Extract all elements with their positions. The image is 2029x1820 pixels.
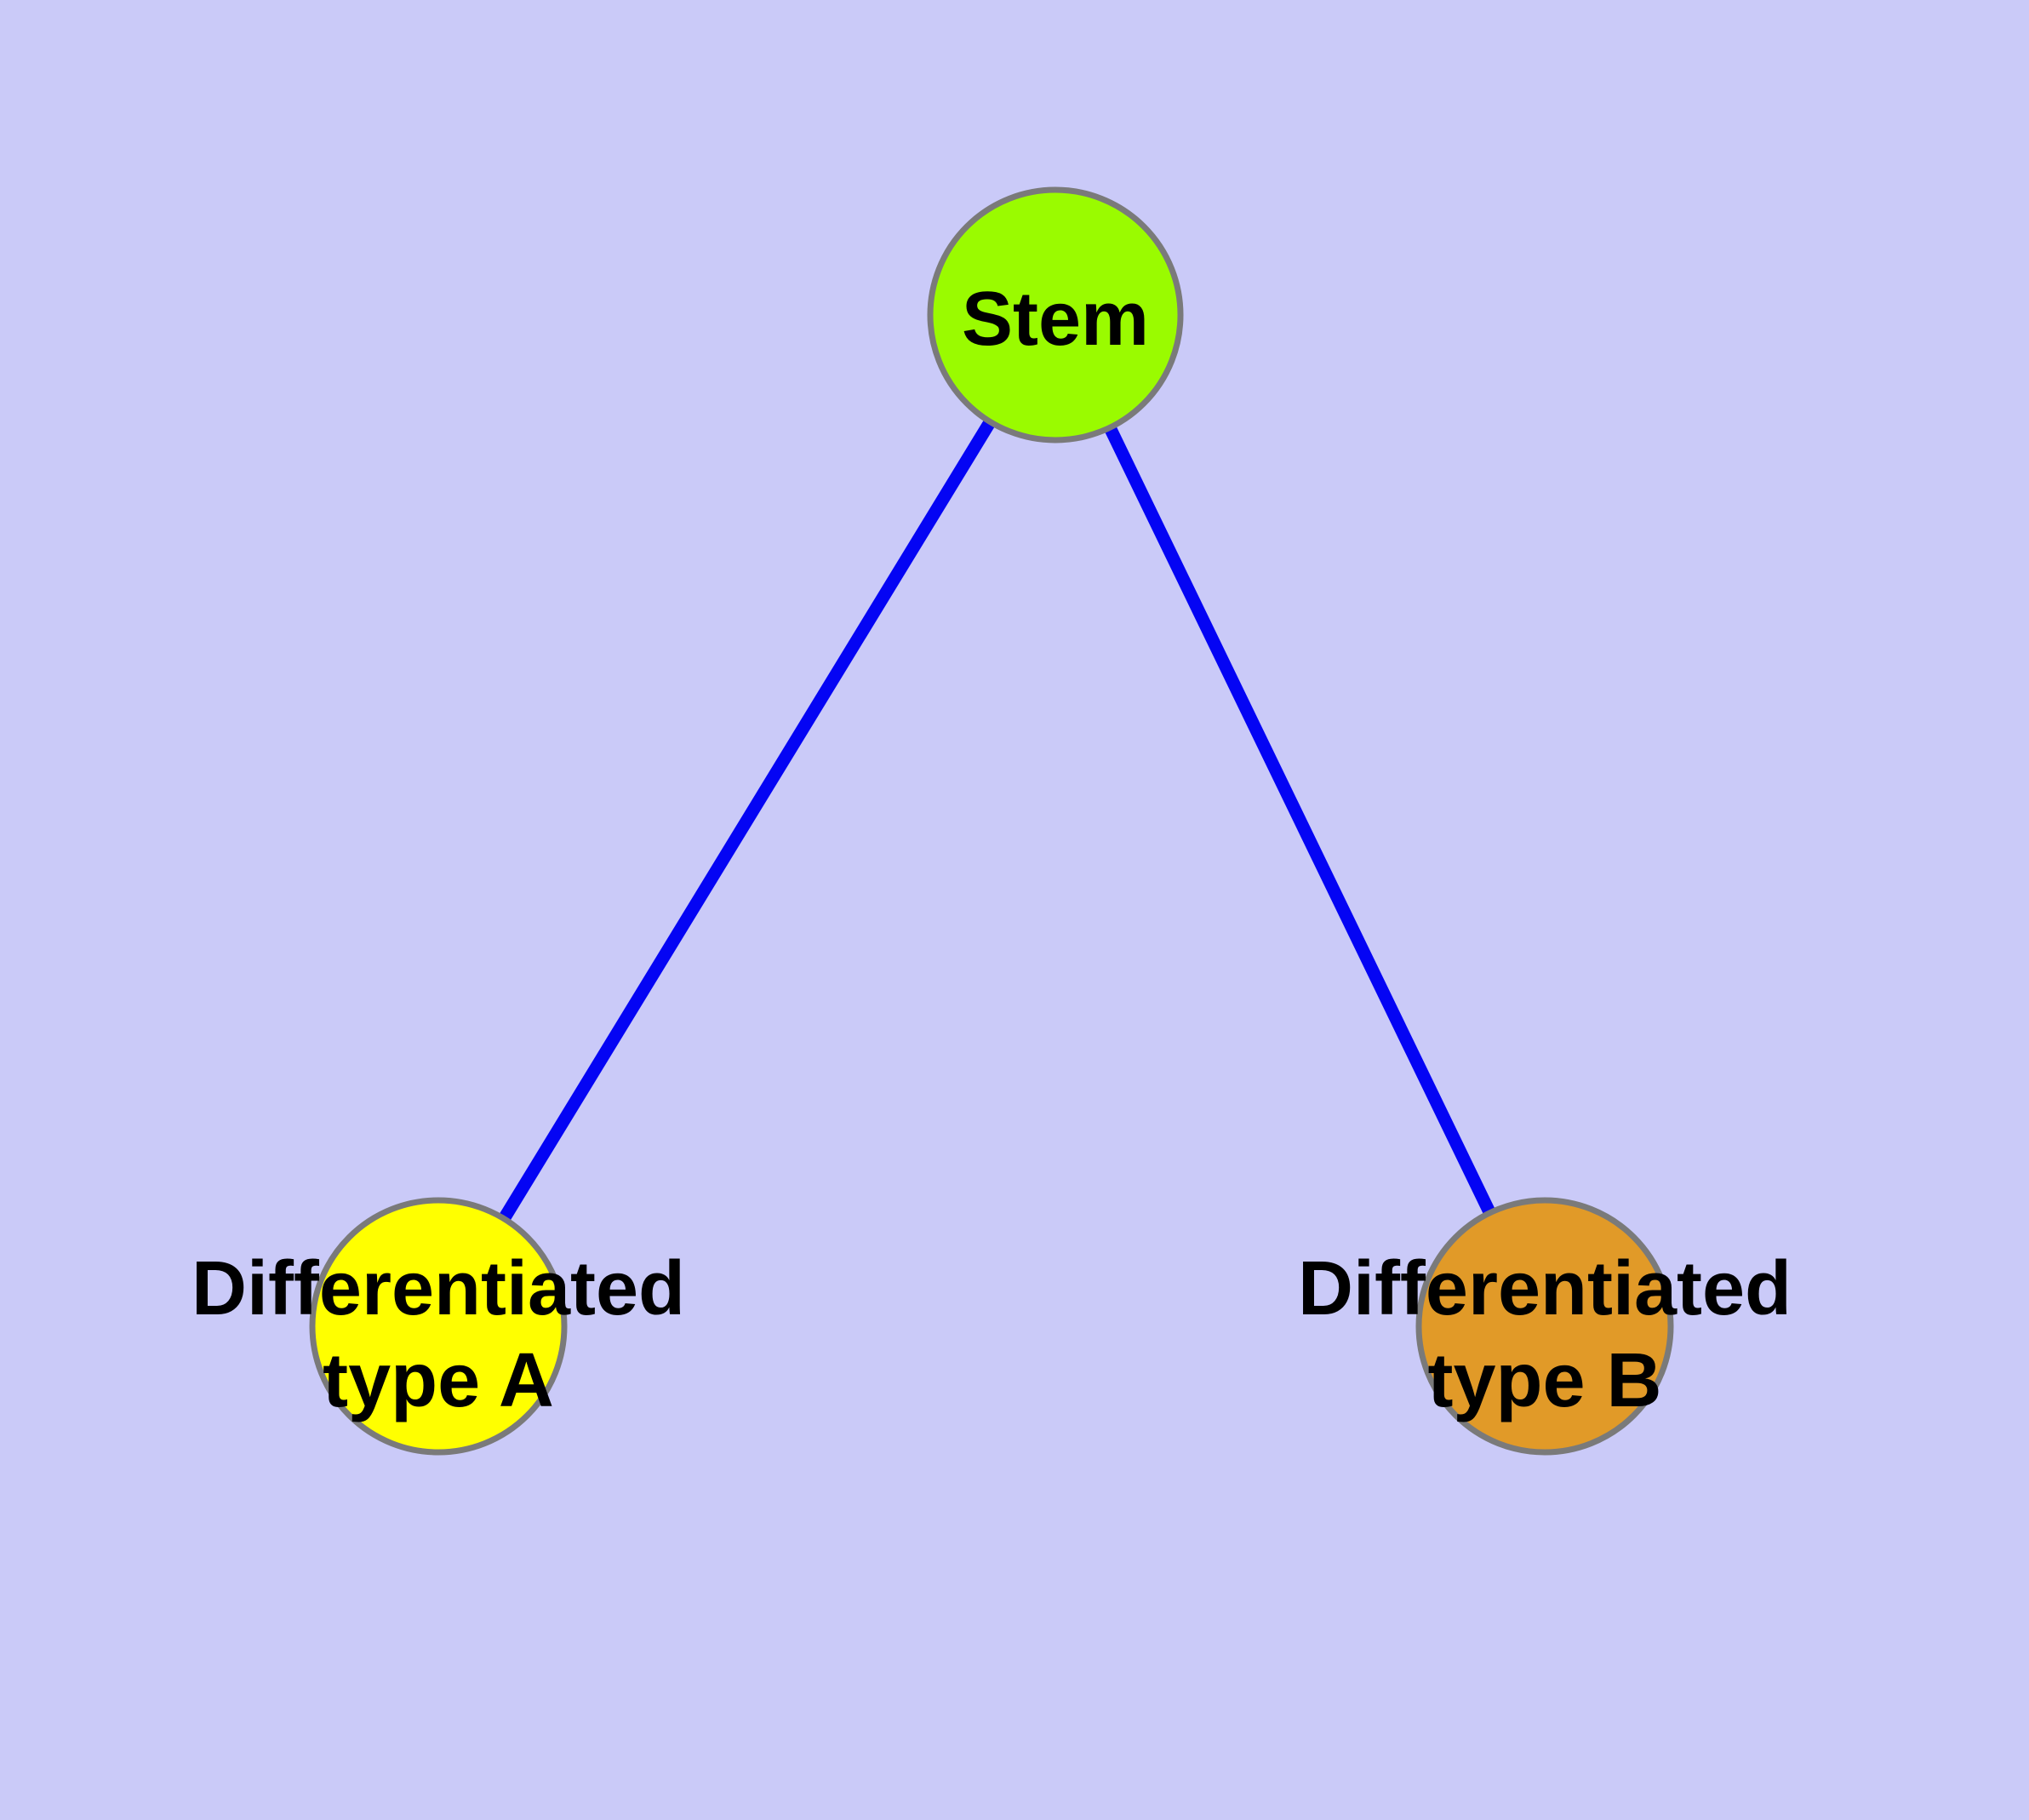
edge-stem-to-type-a [432, 312, 1061, 1330]
type-a-label-line1: Differentiated [191, 1246, 685, 1331]
differentiated-type-b-node [1415, 1197, 1674, 1456]
stem-node [927, 186, 1184, 444]
type-b-label-line1: Differentiated [1298, 1246, 1792, 1331]
differentiated-type-a-node [309, 1197, 568, 1456]
type-a-label-line2: type A [323, 1338, 554, 1423]
stem-node-label: Stem [962, 277, 1149, 362]
type-b-label-line2: type B [1427, 1338, 1661, 1423]
edge-stem-to-type-b [1049, 312, 1551, 1330]
